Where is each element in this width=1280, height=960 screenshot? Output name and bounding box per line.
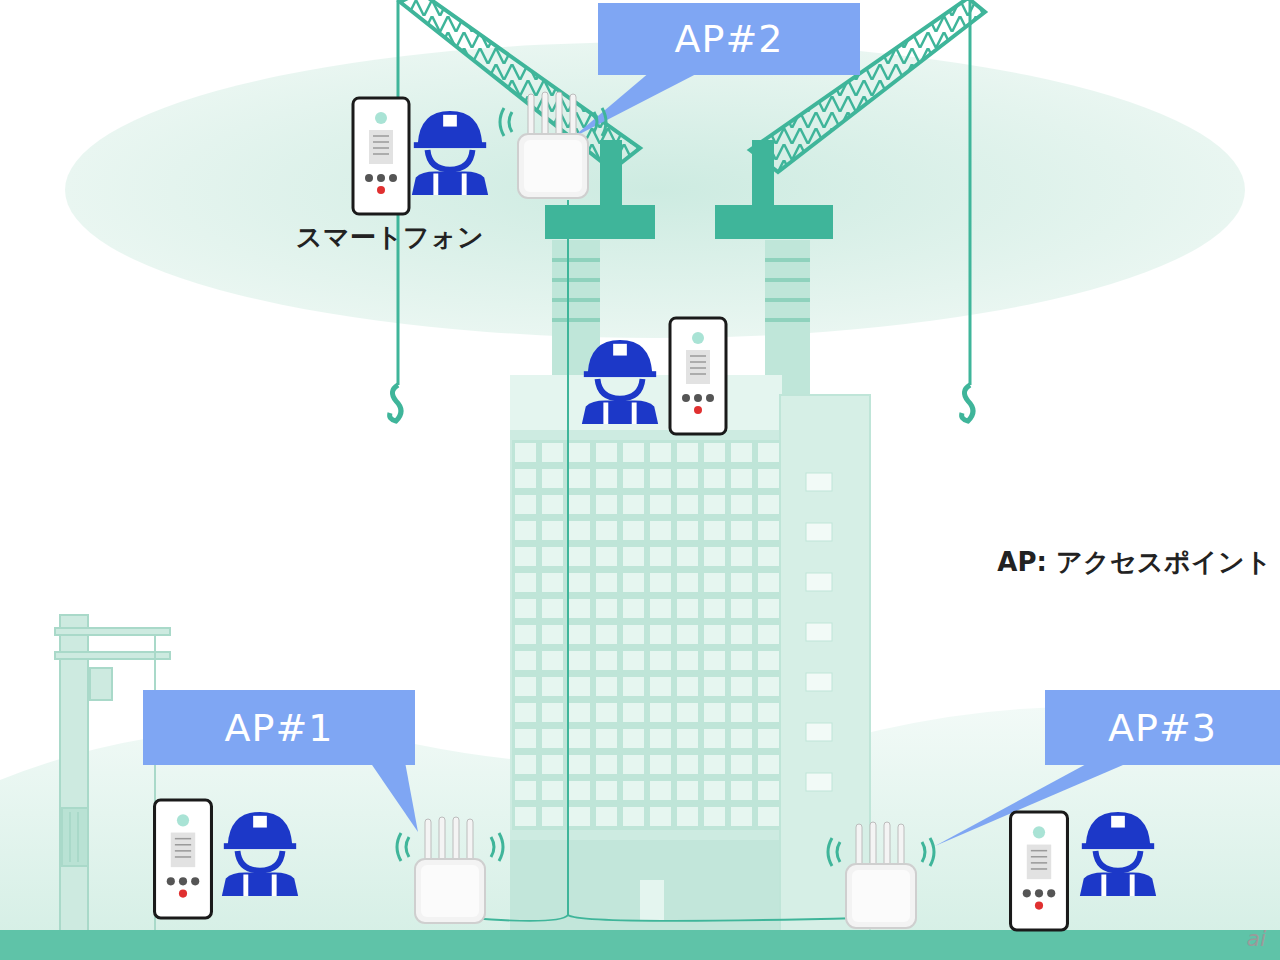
coverage-area [65, 42, 1245, 338]
worker-icon [1080, 812, 1156, 896]
access-point [500, 92, 606, 198]
callout-box: AP#2 [598, 3, 860, 75]
watermark: ai [1246, 926, 1266, 951]
callout-label: AP#1 [225, 706, 334, 750]
smartphone [155, 800, 212, 918]
callout-label: AP#3 [1108, 706, 1217, 750]
worker-icon [222, 812, 298, 896]
smartphone [670, 318, 726, 434]
utility-pole [55, 615, 170, 933]
worker-icon [412, 111, 488, 195]
smartphone [1011, 812, 1068, 930]
access-point [828, 822, 934, 928]
access-point [397, 817, 503, 923]
cable [470, 200, 860, 921]
callout-pointer [370, 72, 1130, 846]
ground-strip [0, 930, 1280, 960]
callout-label: AP#2 [675, 17, 784, 61]
smartphone [353, 98, 409, 214]
callout-box: AP#1 [143, 690, 415, 765]
worker-icon [582, 340, 658, 424]
abbreviation-note: AP: アクセスポイント [997, 545, 1272, 580]
callout-box: AP#3 [1045, 690, 1280, 765]
device-label: スマートフォン [296, 220, 484, 255]
building [510, 375, 870, 935]
